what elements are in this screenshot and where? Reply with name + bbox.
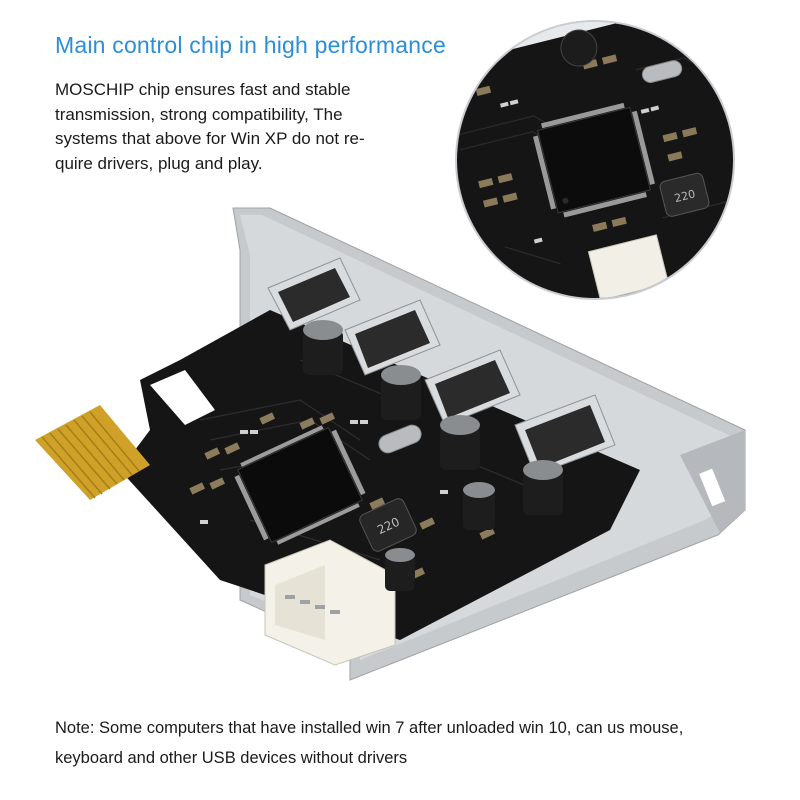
description: MOSCHIP chip ensures fast and stable tra… [55, 78, 385, 176]
usb-port [514, 394, 616, 476]
note-line: keyboard and other USB devices without d… [55, 749, 408, 767]
pcie-gold-fingers [35, 405, 150, 500]
note-line: Note: Some computers that have installed… [55, 719, 684, 737]
usb-port [344, 299, 441, 376]
note: Note: Some computers that have installed… [55, 713, 775, 773]
zoom-inductor-marking: 220 [673, 187, 697, 205]
headline: Main control chip in high performance [55, 32, 446, 58]
usb-ports [267, 257, 616, 476]
description-line: quire drivers, plug and play. [55, 153, 263, 173]
pcb-board: 220 [120, 310, 640, 666]
description-line: MOSCHIP chip ensures fast and stable [55, 80, 351, 99]
usb-port [267, 257, 361, 331]
molex-power-connector [264, 539, 396, 666]
description-line: systems that above for Win XP do not re- [55, 129, 365, 148]
description-line: transmission, strong compatibility, The [55, 104, 343, 124]
capacitors [303, 320, 563, 591]
usb-port [424, 349, 521, 426]
